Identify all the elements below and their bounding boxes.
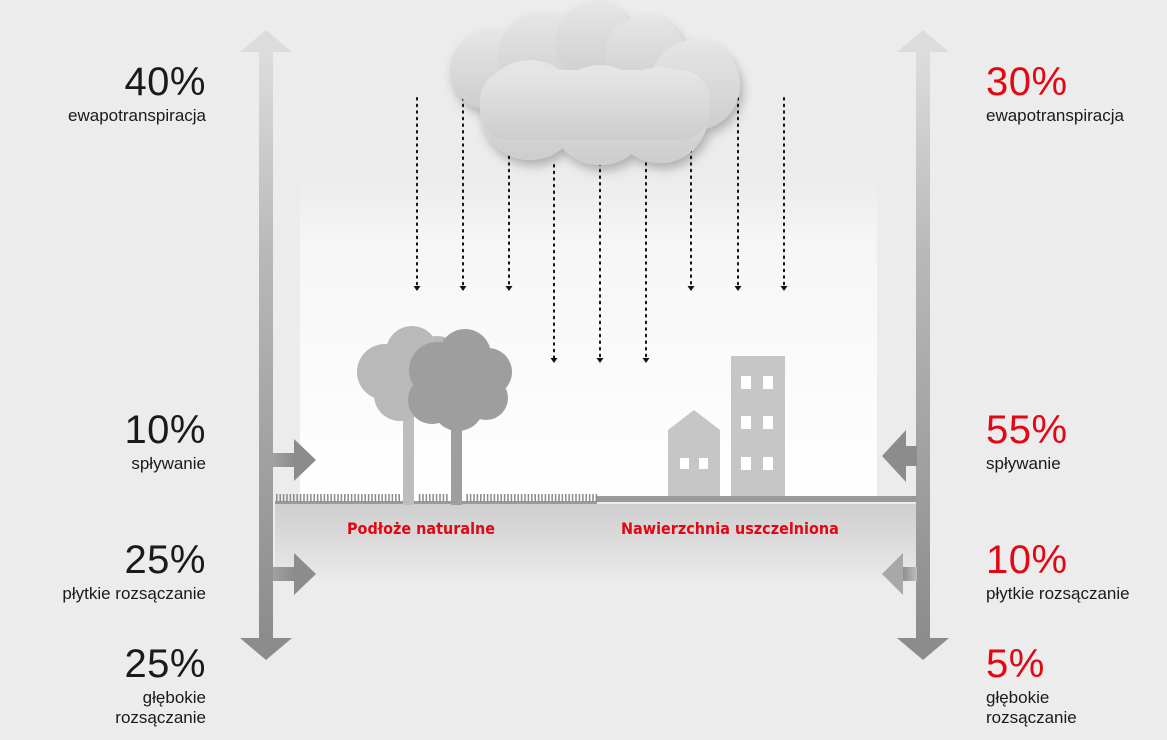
- rain-arrows: [413, 97, 788, 363]
- arrow-left-icon: [882, 553, 917, 595]
- natural-evapotranspiration-stat: 40% ewapotranspiracja: [68, 62, 206, 126]
- sealed-shallow-infiltration-label: płytkie rozsączanie: [986, 584, 1130, 603]
- sealed-ground-line: [597, 496, 923, 502]
- natural-evapotranspiration-percent: 40%: [124, 60, 206, 104]
- arrow-right-icon: [273, 439, 316, 481]
- sealed-shallow-infiltration-stat: 10% płytkie rozsączanie: [986, 540, 1130, 604]
- natural-deep-infiltration-label-line2: rozsączanie: [115, 708, 206, 727]
- sealed-deep-infiltration-stat: 5% głębokie rozsączanie: [986, 644, 1077, 728]
- natural-shallow-infiltration-label: płytkie rozsączanie: [62, 584, 206, 603]
- rain-drop-arrow-icon: [642, 149, 650, 363]
- natural-runoff-percent: 10%: [124, 408, 206, 452]
- sealed-runoff-label: spływanie: [986, 454, 1061, 473]
- natural-ground-grass: [275, 494, 598, 504]
- sealed-evapotranspiration-label: ewapotranspiracja: [986, 106, 1124, 125]
- double-arrow-vertical-icon: [240, 30, 292, 660]
- natural-runoff-label: spływanie: [131, 454, 206, 473]
- soil-band: [275, 504, 923, 584]
- rain-drop-arrow-icon: [550, 164, 558, 363]
- house-icon: [668, 410, 720, 496]
- arrow-right-icon: [273, 553, 316, 595]
- cloud-icon: [450, 2, 740, 165]
- natural-shallow-infiltration-percent: 25%: [124, 538, 206, 582]
- natural-deep-infiltration-stat: 25% głębokie rozsączanie: [115, 644, 206, 728]
- natural-runoff-stat: 10% spływanie: [124, 410, 206, 474]
- rain-drop-arrow-icon: [459, 97, 467, 291]
- sealed-evapotranspiration-percent: 30%: [986, 60, 1068, 104]
- tree-icon: [408, 329, 512, 505]
- rain-drop-arrow-icon: [687, 149, 695, 291]
- rain-drop-arrow-icon: [596, 149, 604, 363]
- sealed-deep-infiltration-label-line1: głębokie: [986, 688, 1050, 707]
- rain-drop-arrow-icon: [734, 97, 742, 291]
- sealed-runoff-stat: 55% spływanie: [986, 410, 1068, 474]
- natural-evapotranspiration-label: ewapotranspiracja: [68, 106, 206, 125]
- sealed-deep-infiltration-percent: 5%: [986, 642, 1045, 686]
- rain-drop-arrow-icon: [413, 97, 421, 291]
- rain-drop-arrow-icon: [780, 97, 788, 291]
- sealed-deep-infiltration-label: głębokie rozsączanie: [986, 688, 1077, 728]
- sealed-evapotranspiration-stat: 30% ewapotranspiracja: [986, 62, 1124, 126]
- natural-deep-infiltration-label: głębokie rozsączanie: [115, 688, 206, 728]
- natural-ground-label: Podłoże naturalne: [347, 519, 496, 538]
- sky-panel: [300, 180, 877, 502]
- double-arrow-vertical-icon: [897, 30, 949, 660]
- natural-deep-infiltration-label-line1: głębokie: [142, 688, 206, 707]
- office-building-icon: [731, 356, 785, 496]
- rain-drop-arrow-icon: [505, 149, 513, 291]
- sealed-shallow-infiltration-percent: 10%: [986, 538, 1068, 582]
- sealed-runoff-percent: 55%: [986, 408, 1068, 452]
- sealed-deep-infiltration-label-line2: rozsączanie: [986, 708, 1077, 727]
- natural-deep-infiltration-percent: 25%: [124, 642, 206, 686]
- natural-shallow-infiltration-stat: 25% płytkie rozsączanie: [62, 540, 206, 604]
- sealed-ground-label: Nawierzchnia uszczelniona: [621, 519, 839, 538]
- arrow-left-icon: [882, 430, 917, 482]
